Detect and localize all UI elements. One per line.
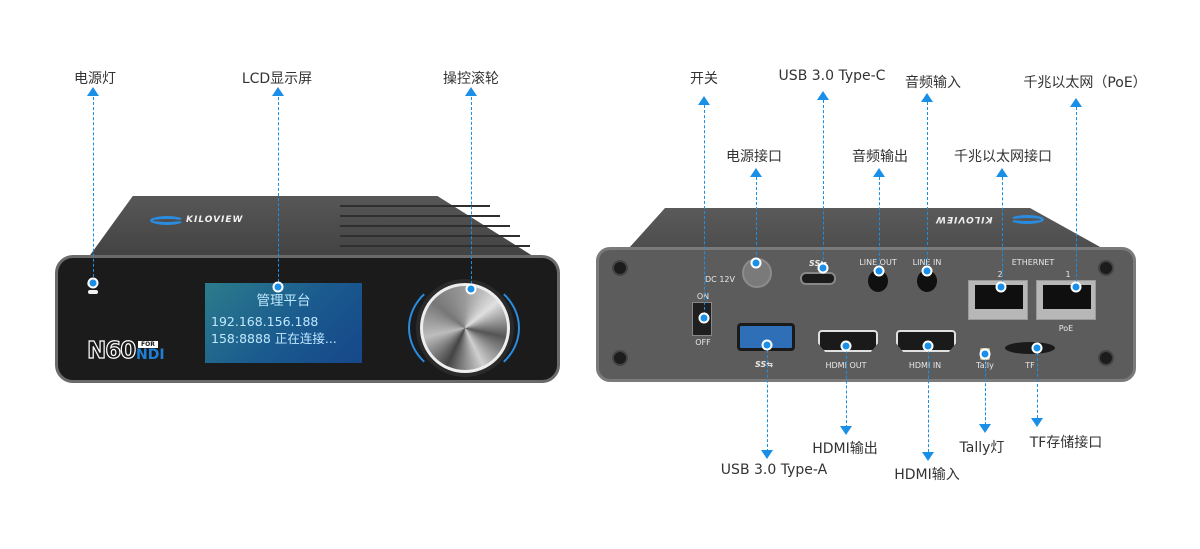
callout-label-eth-poe: 千兆以太网（PoE） — [1023, 75, 1147, 91]
line-out-label: LINE OUT — [859, 258, 897, 267]
screw-icon — [612, 260, 628, 276]
ethernet-port-1-poe — [1036, 280, 1096, 320]
callout-dot — [817, 262, 829, 274]
for-badge: FOR — [138, 341, 158, 348]
callout-dot — [87, 277, 99, 289]
vent — [340, 245, 530, 247]
arrow-up-icon — [996, 168, 1008, 177]
line-in-jack — [917, 270, 937, 292]
arrow-down-icon — [979, 424, 991, 433]
callout-line — [767, 350, 768, 452]
callout-line — [879, 177, 880, 271]
callout-line — [471, 97, 472, 289]
callout-label-switch: 开关 — [690, 71, 718, 87]
callout-label-tf: TF存储接口 — [1029, 435, 1103, 451]
lcd-line-3: 158:8888 正在连接... — [211, 331, 337, 346]
arrow-up-icon — [873, 168, 885, 177]
usb-c-port — [800, 272, 836, 285]
callout-dot — [921, 265, 933, 277]
callout-dot — [995, 281, 1007, 293]
callout-label-power-led: 电源灯 — [74, 71, 116, 87]
brand-name: KILOVIEW — [935, 214, 993, 224]
hdmi-in-label: HDMI IN — [908, 361, 942, 370]
control-knob[interactable] — [420, 283, 510, 373]
lcd-screen: 管理平台 192.168.156.188 158:8888 正在连接... — [205, 283, 362, 363]
ethernet-label: ETHERNET — [1011, 258, 1055, 267]
callout-line — [985, 359, 986, 425]
knob-ring — [408, 278, 520, 378]
callout-dot — [1031, 342, 1043, 354]
switch-on-label: ON — [696, 292, 710, 301]
arrow-up-icon — [817, 91, 829, 100]
kiloview-logo-icon — [1010, 215, 1044, 224]
callout-line — [846, 351, 847, 428]
callout-dot — [272, 281, 284, 293]
arrow-down-icon — [1031, 418, 1043, 427]
callout-line — [93, 97, 94, 287]
callout-line — [704, 105, 705, 320]
callout-line — [756, 177, 757, 265]
power-led — [88, 290, 98, 294]
tf-label: TF — [1025, 361, 1035, 370]
callout-line — [1002, 177, 1003, 287]
arrow-up-icon — [750, 168, 762, 177]
arrow-up-icon — [87, 87, 99, 96]
callout-label-eth: 千兆以太网接口 — [954, 149, 1052, 165]
callout-line — [927, 102, 928, 270]
callout-dot — [761, 339, 773, 351]
poe-label: PoE — [1058, 324, 1074, 333]
callout-dot — [922, 340, 934, 352]
callout-label-line-in: 音频输入 — [905, 75, 961, 91]
vent — [340, 225, 510, 227]
callout-label-usb-a: USB 3.0 Type-A — [720, 462, 828, 478]
callout-dot — [465, 283, 477, 295]
callout-label-tally: Tally灯 — [959, 440, 1005, 456]
callout-line — [1037, 353, 1038, 418]
lcd-line-2: 192.168.156.188 — [211, 314, 319, 329]
lcd-line-1: 管理平台 — [256, 293, 311, 309]
kiloview-logo-icon — [150, 216, 184, 225]
callout-label-usb-c: USB 3.0 Type-C — [778, 68, 886, 84]
callout-line — [928, 351, 929, 452]
line-out-jack — [868, 270, 888, 292]
tf-card-slot — [1005, 342, 1055, 354]
usb-a-ss-label: SS⇆ — [755, 360, 773, 369]
vent — [340, 235, 520, 237]
brand-name: KILOVIEW — [186, 215, 244, 225]
callout-dot — [1070, 281, 1082, 293]
arrow-up-icon — [272, 87, 284, 96]
screw-icon — [612, 350, 628, 366]
callout-line — [823, 100, 824, 270]
callout-dot — [840, 340, 852, 352]
callout-dot — [873, 265, 885, 277]
ethernet-1-label: 1 — [1065, 270, 1071, 279]
callout-dot — [750, 257, 762, 269]
callout-dot — [698, 312, 710, 324]
callout-label-hdmi-out: HDMI输出 — [812, 441, 878, 457]
vent — [340, 215, 500, 217]
callout-label-lcd: LCD显示屏 — [241, 71, 313, 87]
ethernet-2-label: 2 — [997, 270, 1003, 279]
dc-label: DC 12V — [705, 275, 735, 284]
vent — [340, 205, 490, 207]
ndi-logo: NDI — [136, 347, 165, 363]
callout-line — [1076, 107, 1077, 287]
callout-dot — [979, 348, 991, 360]
arrow-down-icon — [922, 452, 934, 461]
arrow-up-icon — [465, 87, 477, 96]
callout-label-dc: 电源接口 — [726, 149, 782, 165]
switch-off-label: OFF — [695, 338, 711, 347]
callout-label-hdmi-in: HDMI输入 — [894, 467, 960, 483]
arrow-down-icon — [840, 426, 852, 435]
callout-label-knob: 操控滚轮 — [443, 71, 499, 87]
model-name: N60 — [86, 337, 136, 364]
screw-icon — [1098, 260, 1114, 276]
screw-icon — [1098, 350, 1114, 366]
callout-label-line-out: 音频输出 — [852, 149, 908, 165]
arrow-up-icon — [698, 96, 710, 105]
arrow-up-icon — [1070, 98, 1082, 107]
callout-line — [278, 97, 279, 287]
arrow-up-icon — [921, 93, 933, 102]
arrow-down-icon — [761, 450, 773, 459]
